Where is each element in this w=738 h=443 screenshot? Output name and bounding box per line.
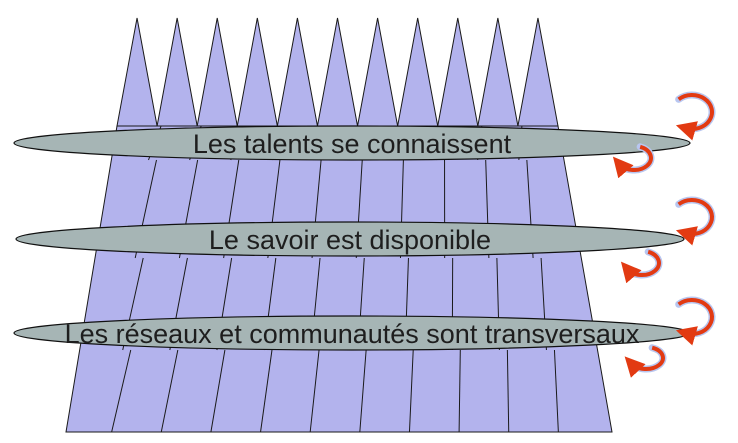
silo-spike xyxy=(236,17,278,127)
silo-body xyxy=(65,125,613,433)
ring-ellipse xyxy=(13,125,691,161)
ring-layer: Les talents se connaissent Le savoir est … xyxy=(13,125,691,351)
circular-arrow-icon xyxy=(624,344,667,378)
silo-divider xyxy=(359,349,367,433)
silo-spike xyxy=(477,17,519,127)
circular-arrow-icon xyxy=(675,91,716,141)
silo-spike xyxy=(397,17,439,127)
silo-divider xyxy=(506,349,510,433)
circular-arrow-icon xyxy=(612,143,655,179)
silo-divider xyxy=(553,349,559,433)
silo-divider xyxy=(408,349,414,433)
ring-1: Les talents se connaissent xyxy=(13,125,691,161)
silo-divider xyxy=(458,349,461,433)
silo-spike xyxy=(156,17,198,127)
silo-spike xyxy=(437,17,479,127)
silo-spike xyxy=(276,17,319,127)
silo-spike xyxy=(196,17,238,127)
silo-spike xyxy=(116,17,158,127)
ring-3: Les réseaux et communautés sont transver… xyxy=(13,315,691,351)
silo-spike xyxy=(316,17,359,127)
silo-spike xyxy=(517,17,559,127)
circular-arrow-icon xyxy=(675,296,716,346)
circular-arrow-icon xyxy=(675,196,716,246)
ring-label-3: Les réseaux et communautés sont transver… xyxy=(65,319,640,349)
ring-label-1: Les talents se connaissent xyxy=(193,129,512,159)
circular-arrow-icon xyxy=(620,248,663,284)
silo-divider xyxy=(111,349,132,433)
ring-label-2: Le savoir est disponible xyxy=(209,225,491,255)
silo-divider xyxy=(160,349,179,433)
silo-spike xyxy=(356,17,399,127)
ring-2: Le savoir est disponible xyxy=(15,221,685,257)
silo-divider xyxy=(309,349,320,433)
column-layer xyxy=(65,17,613,433)
rotation-arrows xyxy=(612,91,716,378)
silo-divider xyxy=(210,349,226,433)
silo-divider xyxy=(260,349,273,433)
